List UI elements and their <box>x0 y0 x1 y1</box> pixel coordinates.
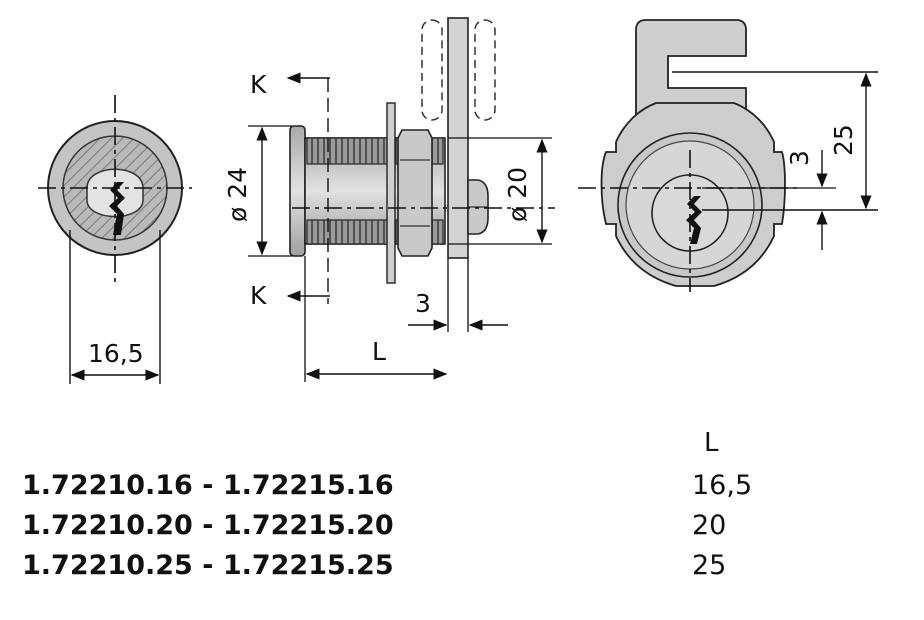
front-view: 16,5 <box>38 95 192 384</box>
table-row-3-length: 25 <box>692 550 727 581</box>
dimension-length: L <box>372 337 386 366</box>
dimension-slot-width: 3 <box>785 150 814 166</box>
side-view: K K ø 24 ø 20 3 L <box>223 17 555 382</box>
section-mark-bottom: K <box>250 281 267 310</box>
dimension-body-diameter: ø 20 <box>503 167 532 222</box>
table-row-3-code: 1.72210.25 - 1.72215.25 <box>22 550 394 581</box>
dimension-cam-thickness: 3 <box>415 289 431 318</box>
key-slot <box>109 182 125 235</box>
table-row-2-code: 1.72210.20 - 1.72215.20 <box>22 510 394 541</box>
table-header-length: L <box>704 428 719 458</box>
table-row-1-code: 1.72210.16 - 1.72215.16 <box>22 470 394 501</box>
dimension-slot-height: 25 <box>829 124 858 156</box>
section-mark-top: K <box>250 70 267 99</box>
dimension-flange-diameter: ø 24 <box>223 167 252 222</box>
table-row-2-length: 20 <box>692 510 727 541</box>
back-view: 25 3 <box>578 19 878 292</box>
dimension-front-width: 16,5 <box>88 339 144 368</box>
table-row-1-length: 16,5 <box>692 470 753 501</box>
